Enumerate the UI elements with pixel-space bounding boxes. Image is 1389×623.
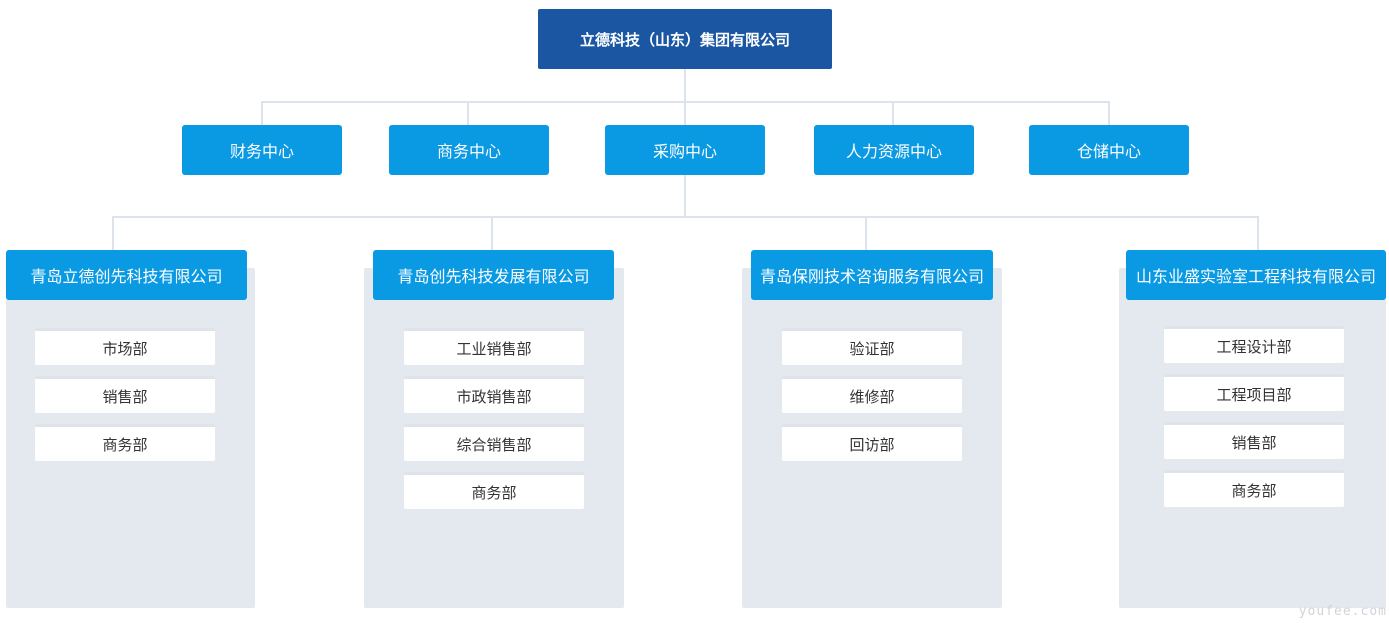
root-node: 立德科技（山东）集团有限公司 [538,9,832,69]
connector-company-3 [865,216,867,250]
center-node-business: 商务中心 [389,125,549,175]
department-item: 市场部 [35,328,215,365]
connector-center-2 [467,101,469,125]
connector-center-5 [1108,101,1110,125]
department-item: 验证部 [782,328,962,365]
department-item: 维修部 [782,376,962,413]
company-header-1: 青岛立德创先科技有限公司 [6,250,247,300]
department-item: 销售部 [35,376,215,413]
department-item: 商务部 [404,472,584,509]
connector-center-down [684,175,686,218]
connector-company-2 [491,216,493,250]
center-node-hr: 人力资源中心 [814,125,974,175]
connector-centers-bar [262,101,1110,103]
department-item: 销售部 [1164,422,1344,459]
company-header-2: 青岛创先科技发展有限公司 [373,250,614,300]
company-header-4: 山东业盛实验室工程科技有限公司 [1126,250,1386,300]
department-item: 市政销售部 [404,376,584,413]
connector-root-down [684,69,686,103]
connector-center-1 [261,101,263,125]
connector-company-4 [1257,216,1259,250]
connector-company-1 [112,216,114,250]
department-item: 商务部 [1164,470,1344,507]
connector-center-3 [684,101,686,125]
department-item: 回访部 [782,424,962,461]
department-item: 综合销售部 [404,424,584,461]
department-item: 工程设计部 [1164,326,1344,363]
department-item: 工业销售部 [404,328,584,365]
center-node-purchasing: 采购中心 [605,125,765,175]
center-node-warehouse: 仓储中心 [1029,125,1189,175]
connector-companies-bar [113,216,1259,218]
department-item: 商务部 [35,424,215,461]
watermark: youfee.com [1298,604,1387,619]
department-item: 工程项目部 [1164,374,1344,411]
center-node-finance: 财务中心 [182,125,342,175]
connector-center-4 [892,101,894,125]
company-header-3: 青岛保刚技术咨询服务有限公司 [751,250,993,300]
